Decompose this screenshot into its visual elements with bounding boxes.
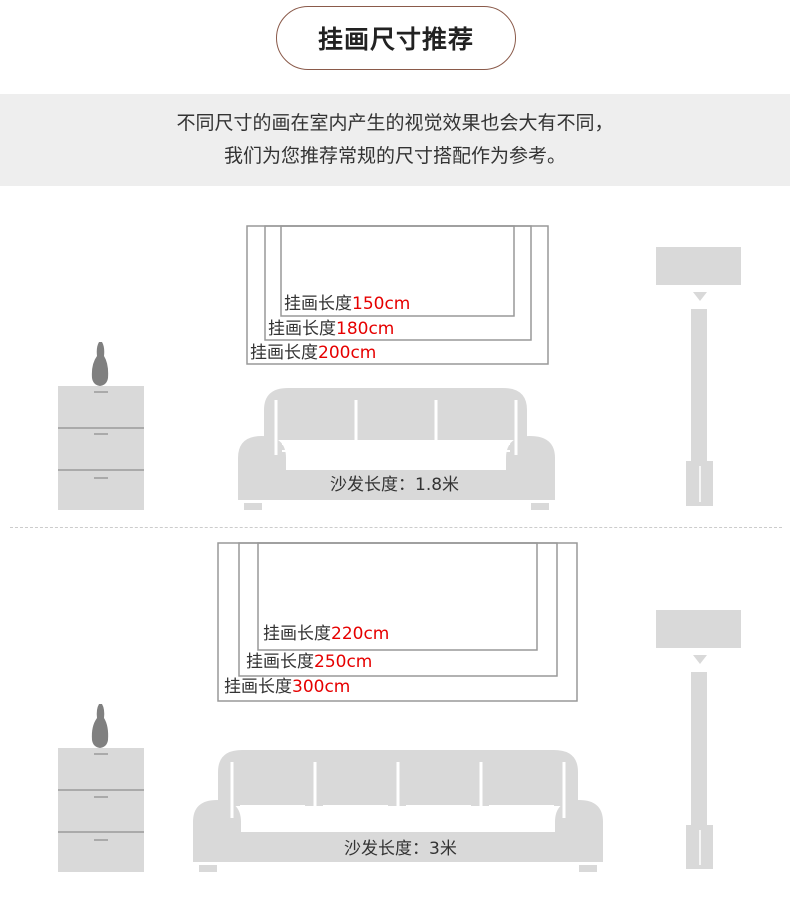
floor-lamp-2	[656, 610, 741, 869]
floor-lamp-1	[656, 247, 741, 506]
sofa-2	[193, 750, 603, 872]
frame-label-180: 挂画长度180cm	[268, 319, 395, 339]
frame-label-200: 挂画长度200cm	[250, 343, 377, 363]
frame-label-300: 挂画长度300cm	[224, 677, 351, 697]
frame-150cm	[280, 225, 515, 317]
scene-2	[58, 542, 741, 872]
nightstand-1	[58, 342, 144, 510]
intro-line-1: 不同尺寸的画在室内产生的视觉效果也会大有不同，	[176, 112, 614, 134]
frame-label-250: 挂画长度250cm	[246, 652, 373, 672]
intro-line-2: 我们为您推荐常规的尺寸搭配作为参考。	[223, 145, 566, 167]
page-title: 挂画尺寸推荐	[276, 6, 516, 70]
nightstand-2	[58, 704, 144, 872]
vase-icon	[91, 342, 109, 386]
sofa-length-label-2: 沙发长度：3米	[344, 839, 457, 859]
vase-icon	[91, 704, 109, 748]
scene-1	[58, 225, 741, 510]
frame-220cm	[257, 542, 538, 651]
intro-banner: 不同尺寸的画在室内产生的视觉效果也会大有不同， 我们为您推荐常规的尺寸搭配作为参…	[0, 94, 790, 186]
sofa-1	[238, 388, 555, 510]
sofa-length-label-1: 沙发长度：1.8米	[330, 475, 460, 495]
section-divider	[10, 527, 782, 528]
frame-label-150: 挂画长度150cm	[284, 294, 411, 314]
frame-label-220: 挂画长度220cm	[263, 624, 390, 644]
